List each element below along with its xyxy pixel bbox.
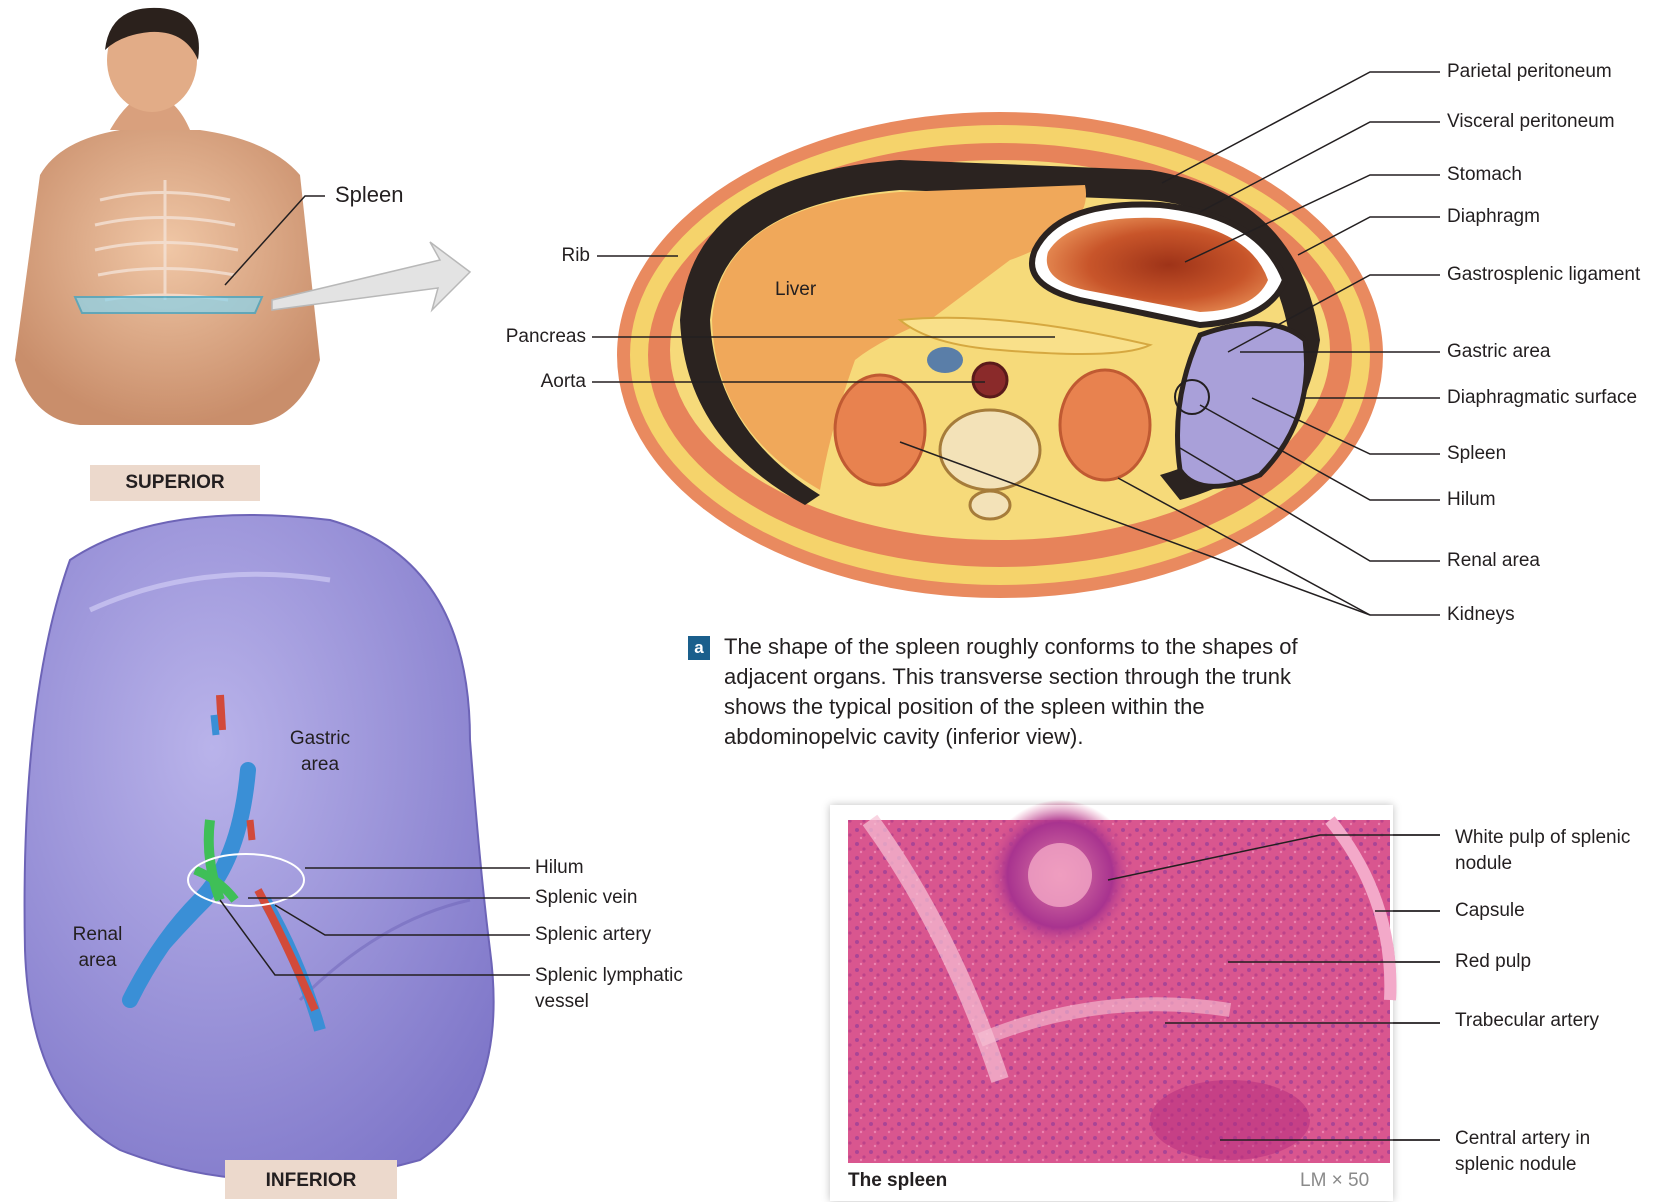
label-white-pulp: White pulp of splenic nodule xyxy=(1455,825,1645,877)
label-central-artery: Central artery in splenic nodule xyxy=(1455,1126,1645,1178)
micrograph-magnification: LM × 50 xyxy=(1300,1170,1369,1192)
label-capsule: Capsule xyxy=(1455,899,1525,923)
micrograph-title: The spleen xyxy=(848,1170,947,1192)
label-trabecular-artery: Trabecular artery xyxy=(1455,1008,1605,1034)
label-red-pulp: Red pulp xyxy=(1455,950,1531,974)
